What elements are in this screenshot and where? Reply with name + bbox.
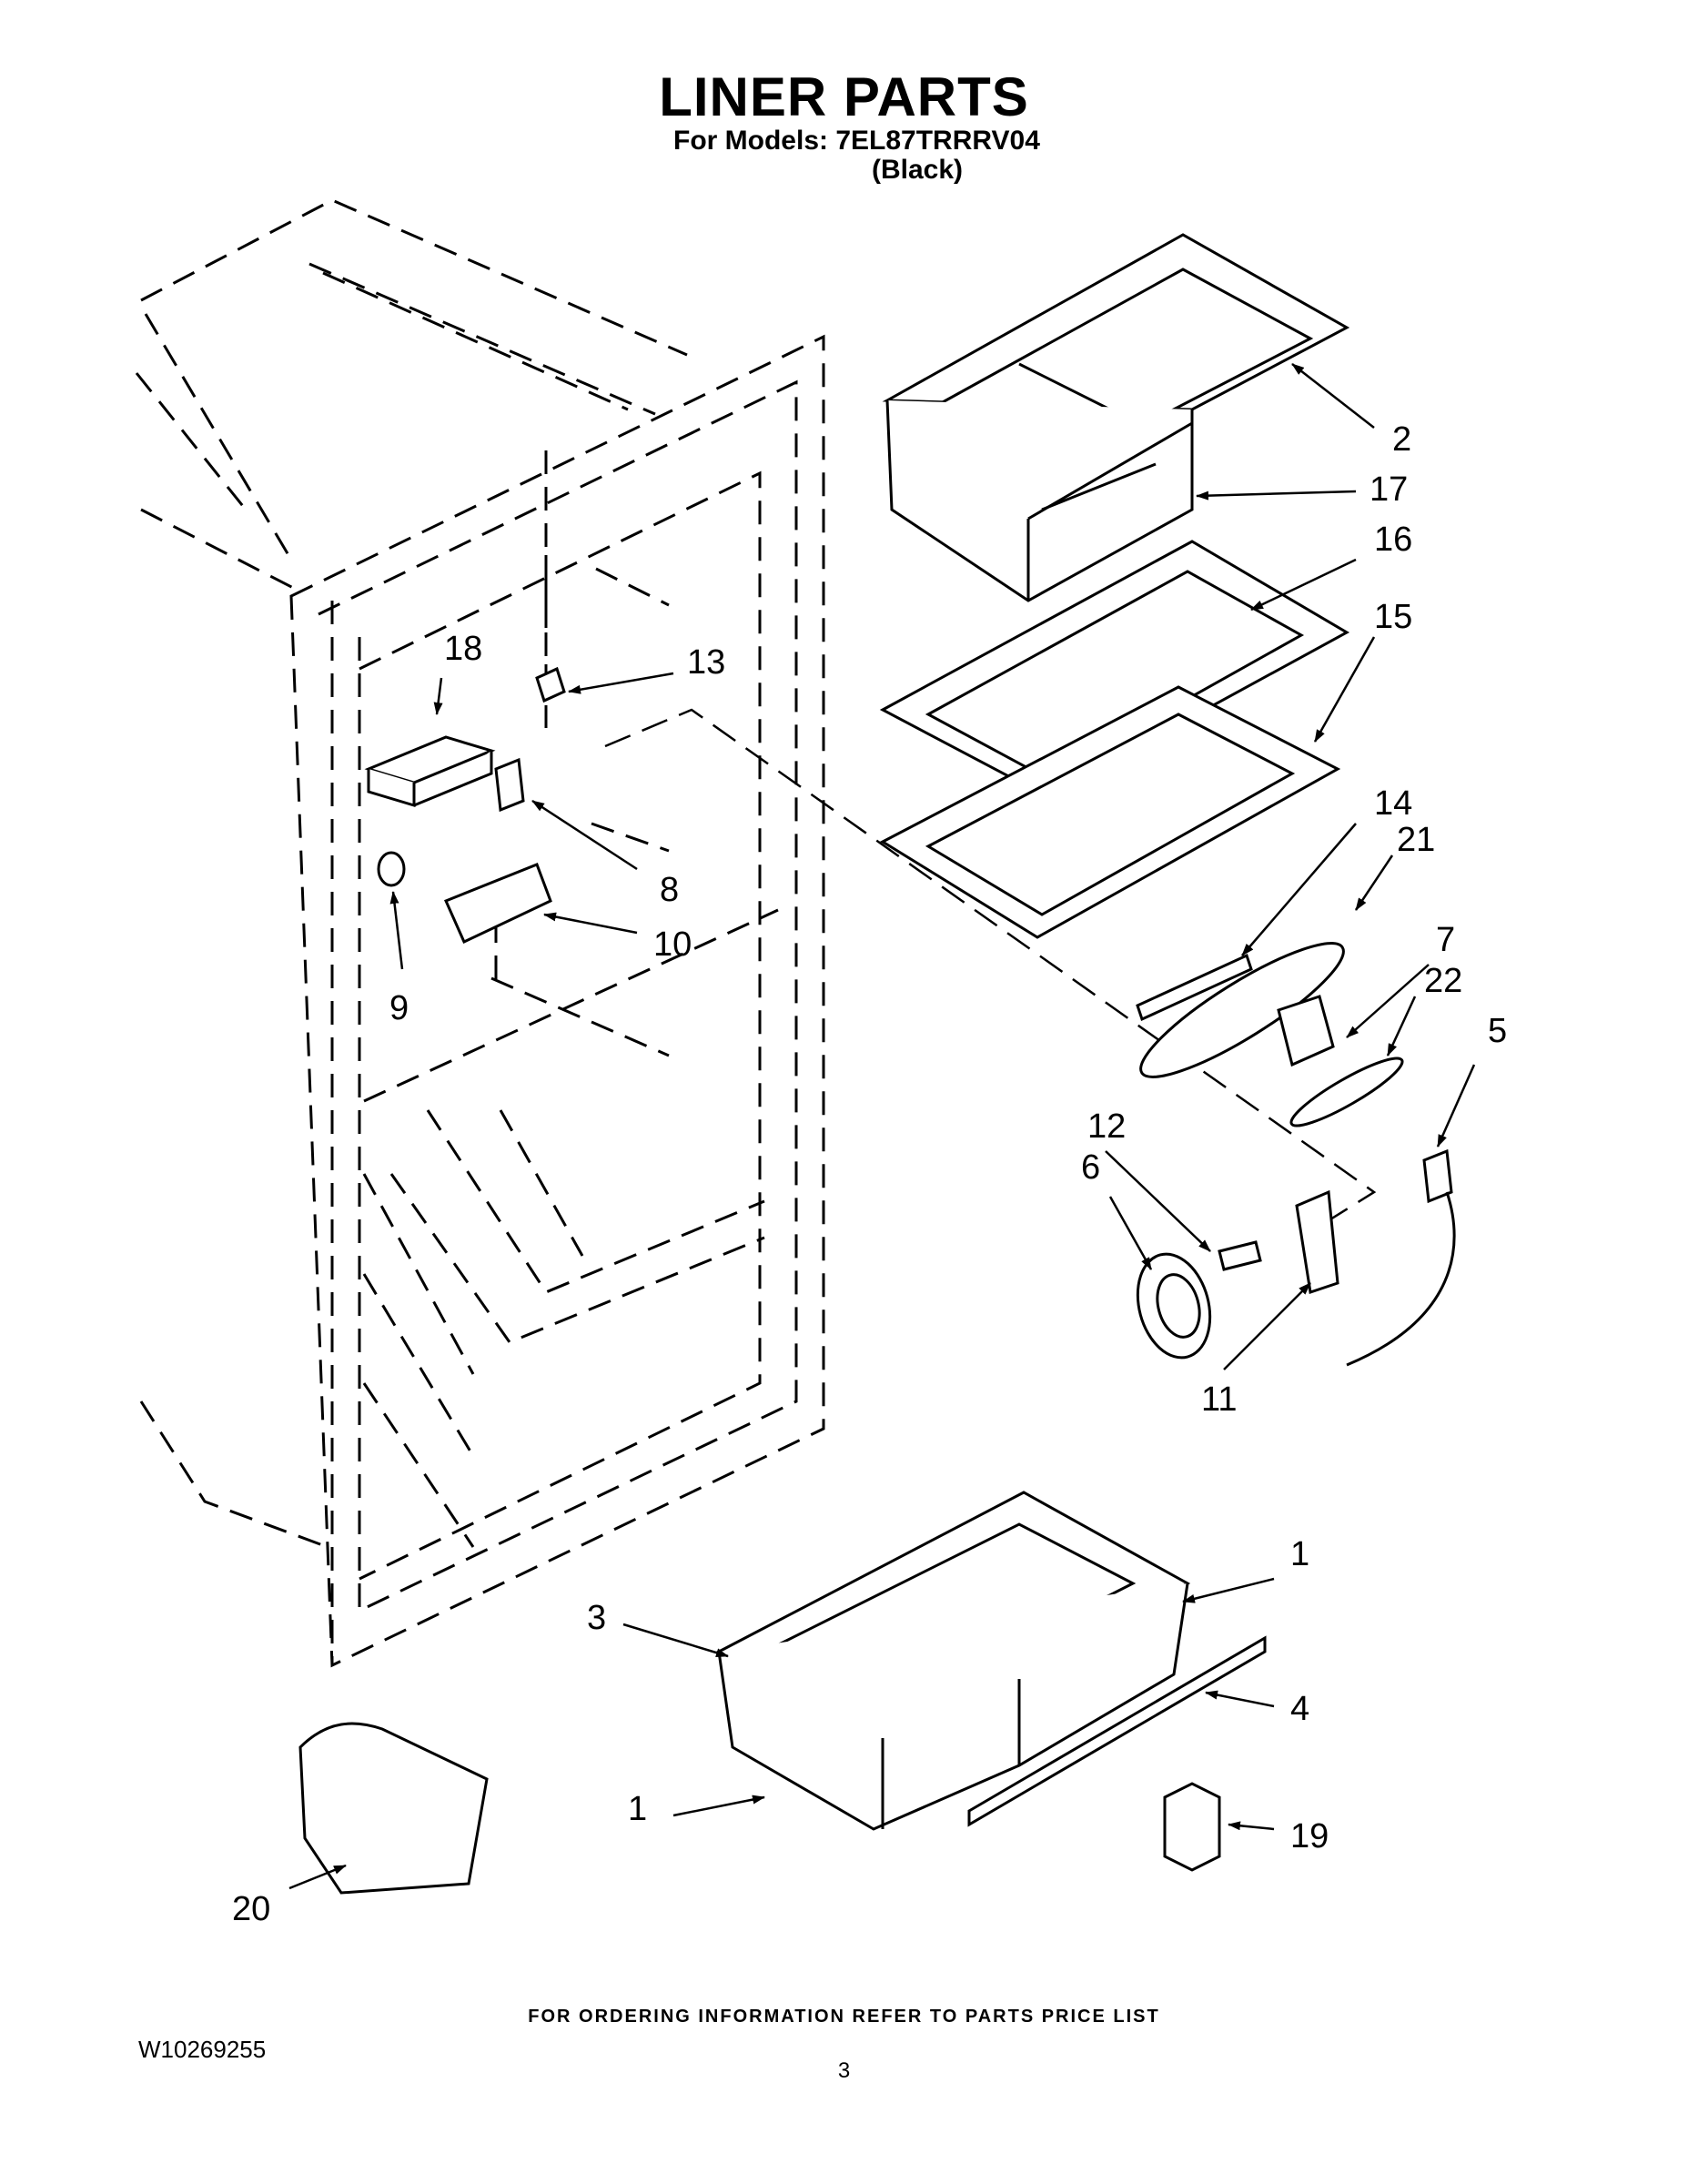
shelf-assembly [879, 540, 1350, 939]
callout-12: 12 [1087, 1107, 1126, 1146]
callout-5: 5 [1488, 1012, 1507, 1050]
callout-6: 6 [1081, 1148, 1100, 1187]
lower-crisper-assembly [715, 1491, 1191, 1831]
callout-16: 16 [1374, 521, 1412, 559]
callout-14: 14 [1374, 784, 1412, 823]
callout-18: 18 [444, 630, 482, 668]
callout-10: 10 [653, 925, 692, 964]
part-4-rail [967, 1635, 1267, 1827]
callout-4: 4 [1290, 1690, 1309, 1728]
callout-1a: 1 [1290, 1535, 1309, 1573]
upper-crisper-assembly [882, 233, 1350, 602]
ordering-note: FOR ORDERING INFORMATION REFER TO PARTS … [528, 2007, 1160, 2027]
part-13-shape [535, 666, 566, 703]
callout-21: 21 [1397, 821, 1435, 859]
callout-9: 9 [389, 989, 409, 1027]
color-line: (Black) [872, 155, 964, 185]
callout-7: 7 [1436, 921, 1455, 959]
callout-15: 15 [1374, 598, 1412, 636]
page-number: 3 [837, 2058, 851, 2083]
control-housing-parts [1136, 942, 1404, 1127]
callout-8: 8 [660, 871, 679, 909]
callout-13: 13 [687, 643, 725, 682]
part-20-bin [298, 1722, 489, 1895]
callout-leaders [288, 363, 1476, 1890]
thermostat-assembly [1136, 1148, 1456, 1367]
part-19-shape [1163, 1782, 1221, 1872]
callout-1b: 1 [628, 1790, 647, 1828]
callout-22: 22 [1424, 962, 1462, 1000]
callout-3: 3 [587, 1599, 606, 1637]
callout-labels: 1 1 2 3 4 5 6 7 8 9 10 11 12 13 14 15 16… [232, 420, 1507, 1928]
callout-19: 19 [1290, 1817, 1329, 1855]
callout-2: 2 [1392, 420, 1411, 459]
page-title: LINER PARTS [659, 66, 1029, 127]
callout-11: 11 [1201, 1380, 1237, 1419]
control-lead-line [604, 708, 1377, 1239]
document-number: W10269255 [138, 2036, 267, 2063]
callout-20: 20 [232, 1890, 270, 1928]
models-line: For Models: 7EL87TRRRV04 [673, 126, 1040, 156]
light-assembly [364, 555, 552, 945]
callout-17: 17 [1370, 470, 1408, 509]
